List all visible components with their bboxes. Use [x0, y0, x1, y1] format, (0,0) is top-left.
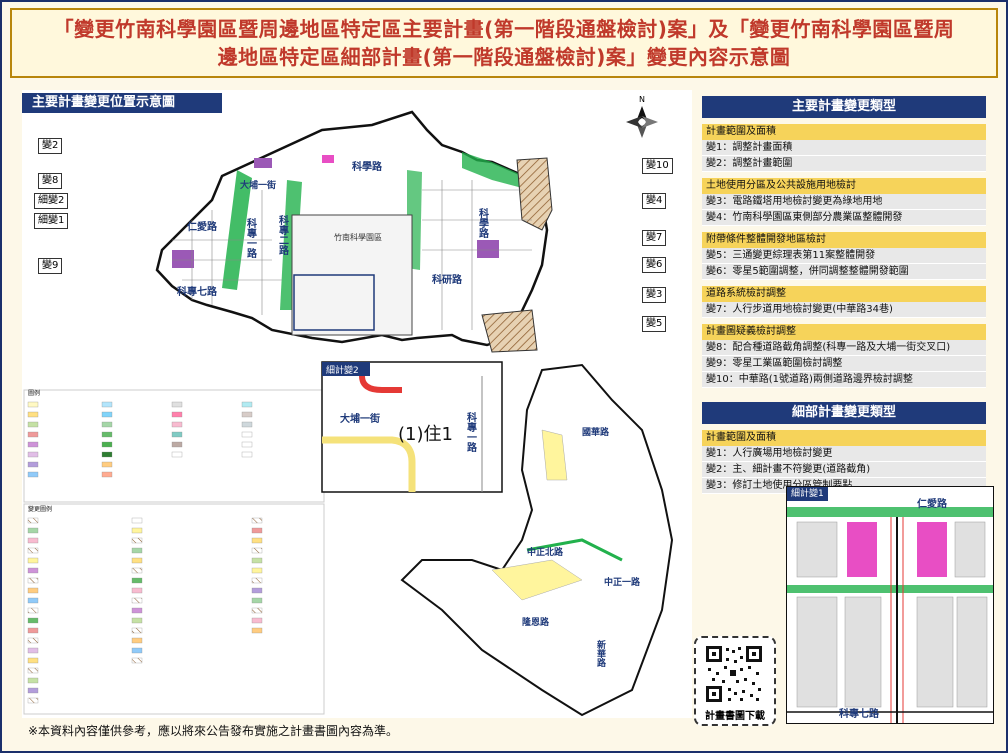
map-svg: 科學路 大埔一街 仁愛路 科專一路 科專二路 科專七路 科研路 科學路 竹南科學…: [23, 95, 674, 717]
inset-detail-1-label: 細計變1: [787, 487, 828, 501]
qr-download-label: 計畫書圖下載: [705, 711, 765, 722]
road-label-xinhua: 新華路: [595, 639, 606, 668]
qr-download-box[interactable]: 計畫書圖下載: [694, 636, 776, 726]
inset-detail-2-label: 細計變2: [326, 364, 359, 376]
south-green-strip: [526, 538, 623, 562]
main-item-2: 變2：調整計畫範圍: [702, 156, 986, 172]
detail-item-2: 變2：主、細計畫不符變更(道路截角): [702, 462, 986, 478]
road-label-kexue: 科學路: [352, 160, 383, 173]
map-area: 科學路 大埔一街 仁愛路 科專一路 科專二路 科專七路 科研路 科學路 竹南科學…: [22, 90, 692, 718]
callout-change-6: 變6: [642, 257, 667, 273]
road-label-dapu1: 大埔一街: [240, 179, 276, 191]
purple-block-1: [254, 158, 272, 168]
callout-change-10: 變10: [642, 158, 673, 174]
main-category-5: 計畫圖疑義檢討調整: [702, 324, 986, 340]
inset-detail-1: 細計變1 仁愛路 科專七路: [786, 486, 994, 724]
pink-block-1: [322, 155, 334, 163]
main-plan-header: 主要計畫變更類型: [702, 96, 986, 118]
title-line-1: 「變更竹南科學園區暨周邊地區特定區主要計畫(第一階段通盤檢討)案」及「變更竹南科…: [53, 17, 955, 41]
road-label-keyan: 科研路: [432, 273, 463, 286]
road-label-renai: 仁愛路: [187, 220, 218, 233]
inset-detail-2-road-b: 科專一路: [465, 411, 477, 453]
callout-detail-change-1: 細變1: [34, 213, 69, 229]
green-belt-north: [462, 152, 530, 190]
main-category-1: 計畫範圍及面積: [702, 124, 986, 140]
callout-change-9: 變9: [38, 258, 63, 274]
main-item-1: 變1：調整計畫面積: [702, 140, 986, 156]
callout-detail-change-2: 細變2: [34, 193, 69, 209]
callout-change-4: 變4: [642, 193, 667, 209]
north-arrow-icon: N: [626, 95, 658, 138]
inset-detail-2-red-curve: [359, 375, 402, 393]
change-legend-title: 變更圖例: [28, 505, 52, 513]
green-belt-center: [280, 180, 302, 310]
road-label-longen: 隆恩路: [522, 616, 550, 628]
inset-detail-2-road-a: 大埔一街: [340, 412, 380, 425]
main-category-4: 道路系統檢討調整: [702, 286, 986, 302]
main-item-3: 變3：電路鐵塔用地檢討變更為綠地用地: [702, 194, 986, 210]
detail-category-1: 計畫範圍及面積: [702, 430, 986, 446]
park-label: 竹南科學園區: [334, 232, 382, 242]
callout-change-7: 變7: [642, 230, 667, 246]
purple-block-3: [477, 240, 499, 258]
main-item-4: 變4：竹南科學園區東側部分農業區整體開發: [702, 210, 986, 226]
inset-detail-2-yellow-zone: [322, 436, 416, 492]
road-label-kezhuan7: 科專七路: [177, 285, 218, 298]
main-item-6: 變6：零星5範圍調整，併同調整整體開發範圍: [702, 264, 986, 280]
road-label-kexue-east: 科學路: [477, 207, 489, 239]
callout-change-2: 變2: [38, 138, 63, 154]
hatched-agricultural-zone: [516, 157, 553, 231]
map-section-title: 主要計畫變更位置示意圖: [22, 93, 222, 113]
inset-detail-1-road-b: 科專七路: [839, 709, 879, 720]
purple-block-2: [172, 250, 194, 268]
main-item-5: 變5：三通變更綜理表第11案整體開發: [702, 248, 986, 264]
callout-change-8: 變8: [38, 173, 63, 189]
road-label-zhongzheng-north: 中正北路: [527, 546, 564, 558]
road-label-guohua: 國華路: [582, 426, 610, 438]
detail-item-1: 變1：人行廣場用地檢討變更: [702, 446, 986, 462]
callout-change-3: 變3: [642, 287, 667, 303]
inset-detail-1-svg: [787, 507, 993, 723]
main-category-3: 附帶條件整體開發地區檢討: [702, 232, 986, 248]
legend-swatches: [27, 401, 253, 478]
detail-plan-header: 細部計畫變更類型: [702, 402, 986, 424]
road-label-kezhuan2: 科專二路: [277, 214, 289, 256]
south-subarea-boundary: [400, 363, 674, 717]
main-category-2: 土地使用分區及公共設施用地檢討: [702, 178, 986, 194]
legend-title: 圖例: [28, 389, 40, 397]
road-label-kezhuan1: 科專一路: [245, 217, 257, 259]
main-item-8: 變8：配合種道路截角調整(科專一路及大埔一街交叉口): [702, 340, 986, 356]
south-residential-block: [491, 559, 583, 601]
callout-change-5: 變5: [642, 316, 667, 332]
title-line-2: 邊地區特定區細部計畫(第一階段通盤檢討)案」變更內容示意圖: [217, 45, 791, 69]
hatched-development-zone: [481, 309, 538, 353]
svg-text:N: N: [639, 95, 645, 104]
change-legend-swatches: [27, 517, 263, 704]
main-item-7: 變7：人行步道用地檢討變更(中華路34巷): [702, 302, 986, 318]
page-title: 「變更竹南科學園區暨周邊地區特定區主要計畫(第一階段通盤檢討)案」及「變更竹南科…: [10, 8, 998, 78]
change-legend-box: [23, 503, 325, 715]
park-subblock: [293, 274, 375, 331]
inset-detail-1-road-a: 仁愛路: [917, 499, 947, 510]
main-item-9: 變9：零星工業區範圍檢討調整: [702, 356, 986, 372]
grid-roads: [172, 180, 532, 330]
inset-detail-2-zone: (1)住1: [398, 424, 453, 445]
main-item-10: 變10：中華路(1號道路)兩側道路邊界檢討調整: [702, 372, 986, 388]
road-label-zhongzheng1: 中正一路: [604, 576, 641, 588]
inset-detail-2-tag: [322, 362, 370, 376]
qr-code-icon[interactable]: [704, 644, 764, 704]
south-yellow-block: [541, 429, 568, 481]
footnote-disclaimer: ※本資料內容僅供參考，應以將來公告發布實施之計畫書圖內容為準。: [28, 724, 399, 738]
change-type-panel: 主要計畫變更類型 計畫範圍及面積 變1：調整計畫面積 變2：調整計畫範圍 土地使…: [702, 96, 986, 494]
